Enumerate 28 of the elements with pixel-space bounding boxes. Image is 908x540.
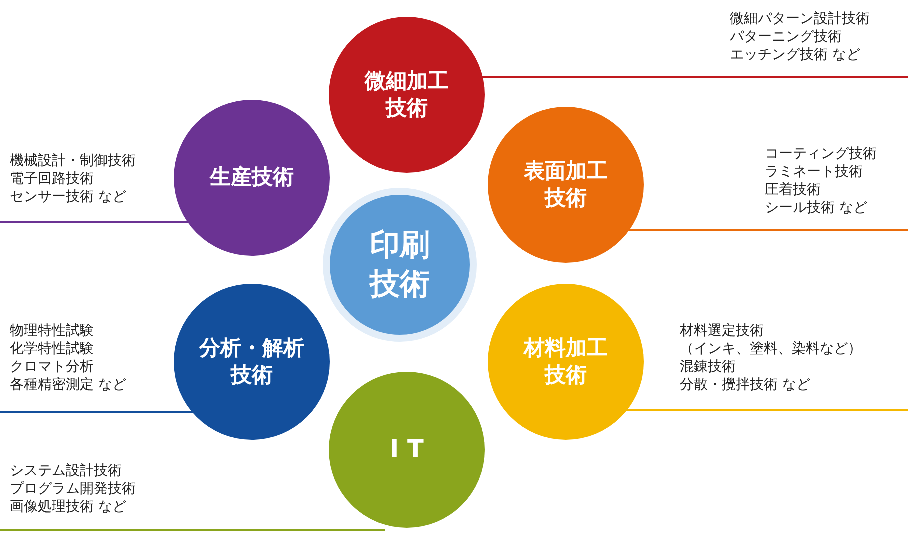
technique-text: ラミネート技術 [765,163,863,181]
circle-label: I T [389,434,425,466]
technique-text: パターニング技術 [730,28,842,46]
technique-text: センサー技術 など [10,188,126,206]
circle-label: 印刷技術 [368,227,431,304]
circle-label: 生産技術 [208,164,295,192]
technique-text: 分散・攪拌技術 など [680,376,810,394]
technique-text: （インキ、塗料、染料など） [680,340,862,358]
technique-text: クロマト分析 [10,358,94,376]
technique-text: プログラム開発技術 [10,480,136,498]
technique-text: 電子回路技術 [10,170,94,188]
circle-label: 分析・解析技術 [198,334,306,389]
technique-text: シール技術 など [765,199,868,217]
circle-label: 材料加工技術 [522,334,609,389]
circle-label: 表面加工技術 [522,158,609,212]
technique-text: 物理特性試験 [10,322,94,340]
technique-text: 画像処理技術 など [10,498,126,516]
technique-text: 機械設計・制御技術 [10,152,136,170]
technique-text: システム設計技術 [10,462,122,480]
technique-text: 混錬技術 [680,358,736,376]
technique-text: エッチング技術 など [730,46,860,64]
technique-text: 化学特性試験 [10,340,94,358]
technique-text: 材料選定技術 [680,322,764,340]
technique-text: コーティング技術 [765,145,877,163]
technique-text: 各種精密測定 など [10,376,126,394]
technique-text: 圧着技術 [765,181,821,199]
circle-label: 微細加工技術 [364,68,450,122]
technique-text: 微細パターン設計技術 [730,10,870,28]
